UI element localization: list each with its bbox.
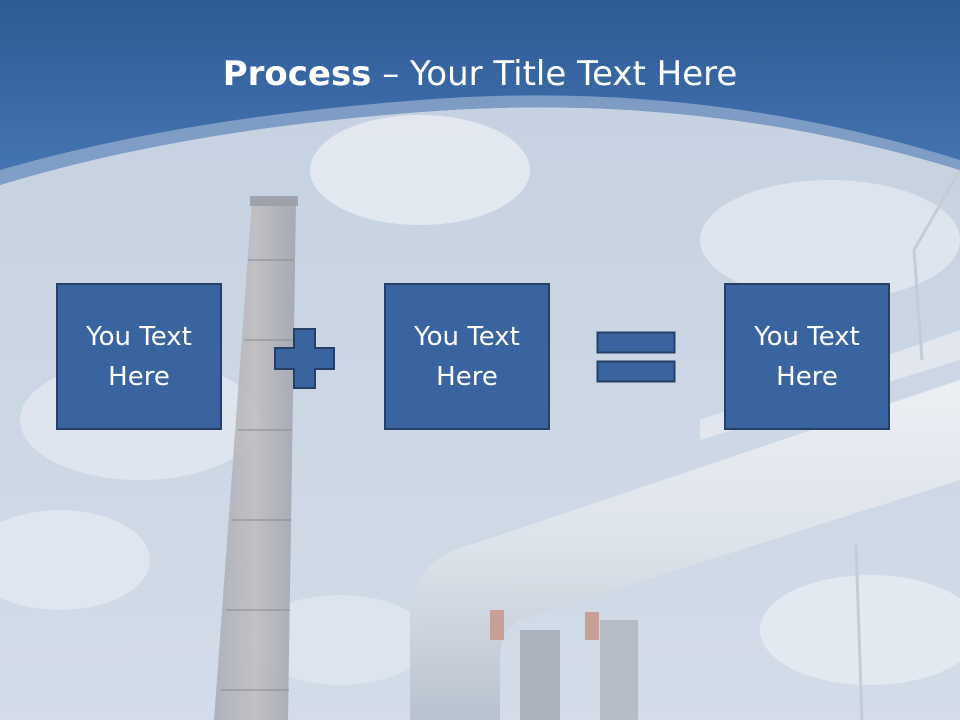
title-bold: Process — [222, 54, 372, 94]
equals-icon — [596, 331, 676, 383]
plus-icon — [274, 328, 335, 389]
text-box-1[interactable]: You Text Here — [56, 283, 222, 430]
title-rest: – Your Title Text Here — [371, 54, 738, 94]
slide-title: Process – Your Title Text Here — [0, 52, 960, 96]
text-box-2[interactable]: You Text Here — [384, 283, 550, 430]
text-box-3[interactable]: You Text Here — [724, 283, 890, 430]
